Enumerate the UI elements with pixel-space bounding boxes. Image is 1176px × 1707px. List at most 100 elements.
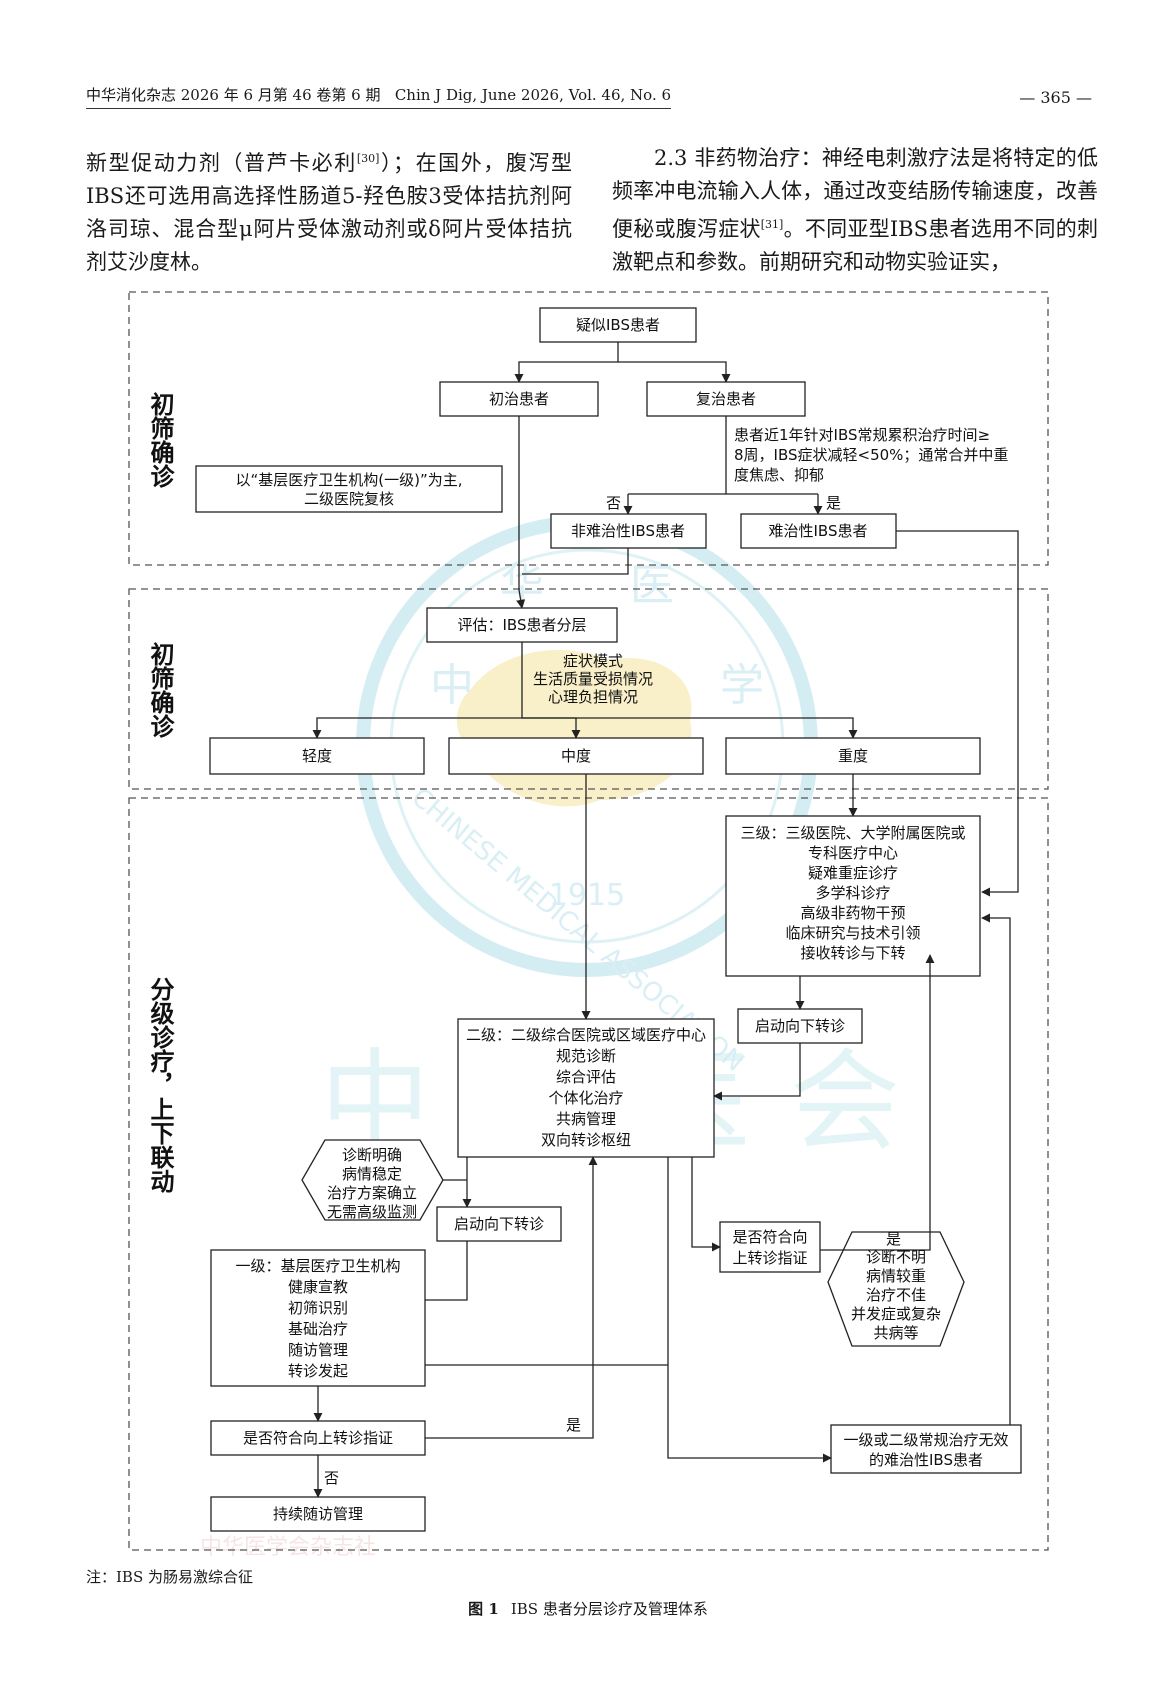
- label-followup: 复治患者: [696, 390, 756, 408]
- edge-label-yes-1: 是: [826, 494, 841, 512]
- watermark-publisher: 中华医学会杂志社: [200, 1535, 376, 1560]
- watermark-seal: 1915 中 华 医 学 CHINESE MEDICAL ASSOCIATION: [356, 515, 818, 1078]
- label-assess: 评估：IBS患者分层: [458, 616, 587, 634]
- section-frame-2: [128, 588, 1049, 790]
- box-referral-down-1: [737, 1008, 863, 1044]
- watermark-big-4: 会: [790, 1038, 900, 1166]
- label-criteria-3: 度焦虑、抑郁: [734, 466, 824, 484]
- watermark-letter-4: 学: [720, 660, 764, 711]
- section-frame-3: [128, 797, 1049, 1551]
- box-followup: [646, 381, 806, 417]
- right-text-b: 。不同亚型IBS患者选用不同的刺激靶点和参数。前期研究和动物实验证实，: [612, 217, 1098, 274]
- page-number: — 365 —: [1019, 88, 1092, 107]
- label-continue: 持续随访管理: [273, 1505, 363, 1523]
- label-level1-1: 一级：基层医疗卫生机构: [235, 1257, 400, 1275]
- text-column-right: 2.3 非药物治疗：神经电刺激疗法是将特定的低频率冲电流输入人体，通过改变结肠传…: [612, 142, 1098, 279]
- label-ineffective-1: 一级或二级常规治疗无效: [843, 1431, 1008, 1449]
- label-hex-complex-4: 并发症或复杂: [851, 1305, 941, 1323]
- box-referral-down-2: [436, 1206, 562, 1242]
- label-initial: 初治患者: [489, 390, 549, 408]
- label-level3-3: 疑难重症诊疗: [808, 864, 898, 882]
- box-mild: [209, 737, 425, 775]
- label-non-refractory: 非难治性IBS患者: [571, 522, 685, 540]
- section-title-3: 分级诊疗，上下联动: [146, 977, 174, 1194]
- label-hex-complex-3: 治疗不佳: [866, 1286, 926, 1304]
- label-refractory: 难治性IBS患者: [769, 522, 868, 540]
- running-header: 中华消化杂志 2026 年 6 月第 46 卷第 6 期 Chin J Dig,…: [86, 84, 1092, 110]
- box-upward-question: [719, 1221, 821, 1273]
- label-level1-4: 基础治疗: [288, 1320, 348, 1338]
- box-initial: [439, 381, 599, 417]
- label-criteria-2: 8周，IBS症状减轻<50%；通常合并中重: [734, 446, 1008, 464]
- box-primary-note: [195, 465, 503, 513]
- label-level3-2: 专科医疗中心: [808, 844, 898, 862]
- label-level2-3: 综合评估: [556, 1068, 616, 1086]
- journal-citation: 中华消化杂志 2026 年 6 月第 46 卷第 6 期 Chin J Dig,…: [86, 84, 672, 109]
- section-title-1: 初筛确诊: [146, 392, 174, 489]
- watermark-letter-1: 中: [430, 660, 474, 711]
- label-level2-2: 规范诊断: [556, 1047, 616, 1065]
- label-level1-3: 初筛识别: [288, 1299, 348, 1317]
- label-level3-4: 多学科诊疗: [815, 884, 890, 902]
- journal-en: Chin J Dig, June 2026, Vol. 46, No. 6: [394, 86, 672, 104]
- label-suspected: 疑似IBS患者: [576, 316, 660, 334]
- label-upward-q2: 是否符合向上转诊指证: [243, 1429, 393, 1447]
- label-assess-item-1: 症状模式: [563, 652, 623, 670]
- label-level2-6: 双向转诊枢纽: [541, 1131, 631, 1149]
- box-refractory: [740, 513, 897, 549]
- watermark-year: 1915: [549, 878, 625, 913]
- hex-stable: [301, 1139, 444, 1221]
- label-hex-stable-4: 无需高级监测: [327, 1203, 417, 1221]
- label-hex-stable-2: 病情稳定: [342, 1165, 402, 1183]
- label-upward-q-2: 上转诊指证: [732, 1249, 807, 1267]
- label-level3-5: 高级非药物干预: [800, 904, 905, 922]
- label-referral-down-2: 启动向下转诊: [454, 1215, 544, 1233]
- edge-label-yes-2: 是: [886, 1230, 901, 1248]
- label-level1-6: 转诊发起: [288, 1362, 348, 1380]
- figure-caption-label: 图 1: [468, 1600, 499, 1618]
- label-hex-complex-2: 病情较重: [866, 1267, 926, 1285]
- label-assess-item-2: 生活质量受损情况: [533, 670, 653, 688]
- section-frame-1: [128, 291, 1049, 566]
- figure-caption-text: IBS 患者分层诊疗及管理体系: [510, 1600, 708, 1618]
- label-level2-4: 个体化治疗: [548, 1089, 623, 1107]
- label-ineffective-2: 的难治性IBS患者: [869, 1451, 983, 1469]
- text-column-left: 新型促动力剂（普芦卡必利[30]）；在国外，腹泻型IBS还可选用高选择性肠道5-…: [86, 142, 572, 279]
- label-severe: 重度: [838, 747, 868, 765]
- label-referral-down-1: 启动向下转诊: [755, 1017, 845, 1035]
- label-upward-q-1: 是否符合向: [732, 1228, 807, 1246]
- label-hex-stable-1: 诊断明确: [342, 1146, 402, 1164]
- box-suspected: [539, 307, 697, 343]
- figure-caption: 图 1 IBS 患者分层诊疗及管理体系: [0, 1598, 1176, 1619]
- box-level3: [725, 815, 981, 977]
- box-continue: [210, 1496, 426, 1532]
- box-moderate: [448, 737, 704, 775]
- reference-31: [31]: [760, 218, 784, 231]
- left-text-a: 新型促动力剂（普芦卡必利: [86, 151, 357, 175]
- reference-30: [30]: [356, 152, 380, 165]
- watermark-letter-3: 医: [630, 560, 674, 611]
- figure-note: 注：IBS 为肠易激综合征: [86, 1568, 253, 1586]
- box-ineffective: [830, 1424, 1022, 1474]
- label-moderate: 中度: [561, 747, 591, 765]
- watermark-letter-2: 华: [500, 560, 544, 611]
- right-text-a: 2.3 非药物治疗：神经电刺激疗法是将特定的低频率冲电流输入人体，通过改变结肠传…: [612, 146, 1098, 241]
- label-level3-7: 接收转诊与下转: [800, 944, 905, 962]
- left-text-b: ）；在国外，腹泻型IBS还可选用高选择性肠道5-羟色胺3受体拮抗剂阿洛司琼、混合…: [86, 151, 573, 274]
- edge-label-no-1: 否: [606, 494, 621, 512]
- label-hex-complex-1: 诊断不明: [866, 1248, 926, 1266]
- label-primary-note-1: 以“基层医疗卫生机构(一级)”为主,: [235, 471, 462, 489]
- label-level2-1: 二级：二级综合医院或区域医疗中心: [466, 1026, 706, 1044]
- label-hex-stable-3: 治疗方案确立: [327, 1184, 417, 1202]
- label-level3-6: 临床研究与技术引领: [785, 924, 920, 942]
- section-title-2: 初筛确诊: [146, 642, 174, 739]
- label-level3-1: 三级：三级医院、大学附属医院或: [740, 824, 965, 842]
- label-criteria-1: 患者近1年针对IBS常规累积治疗时间≥: [734, 426, 990, 444]
- edge-label-no-2: 否: [324, 1469, 339, 1487]
- label-level1-2: 健康宣教: [288, 1278, 348, 1296]
- box-non-refractory: [550, 513, 707, 549]
- hex-complex: [827, 1231, 965, 1347]
- label-level1-5: 随访管理: [288, 1341, 348, 1359]
- edge-label-yes-3: 是: [566, 1416, 581, 1434]
